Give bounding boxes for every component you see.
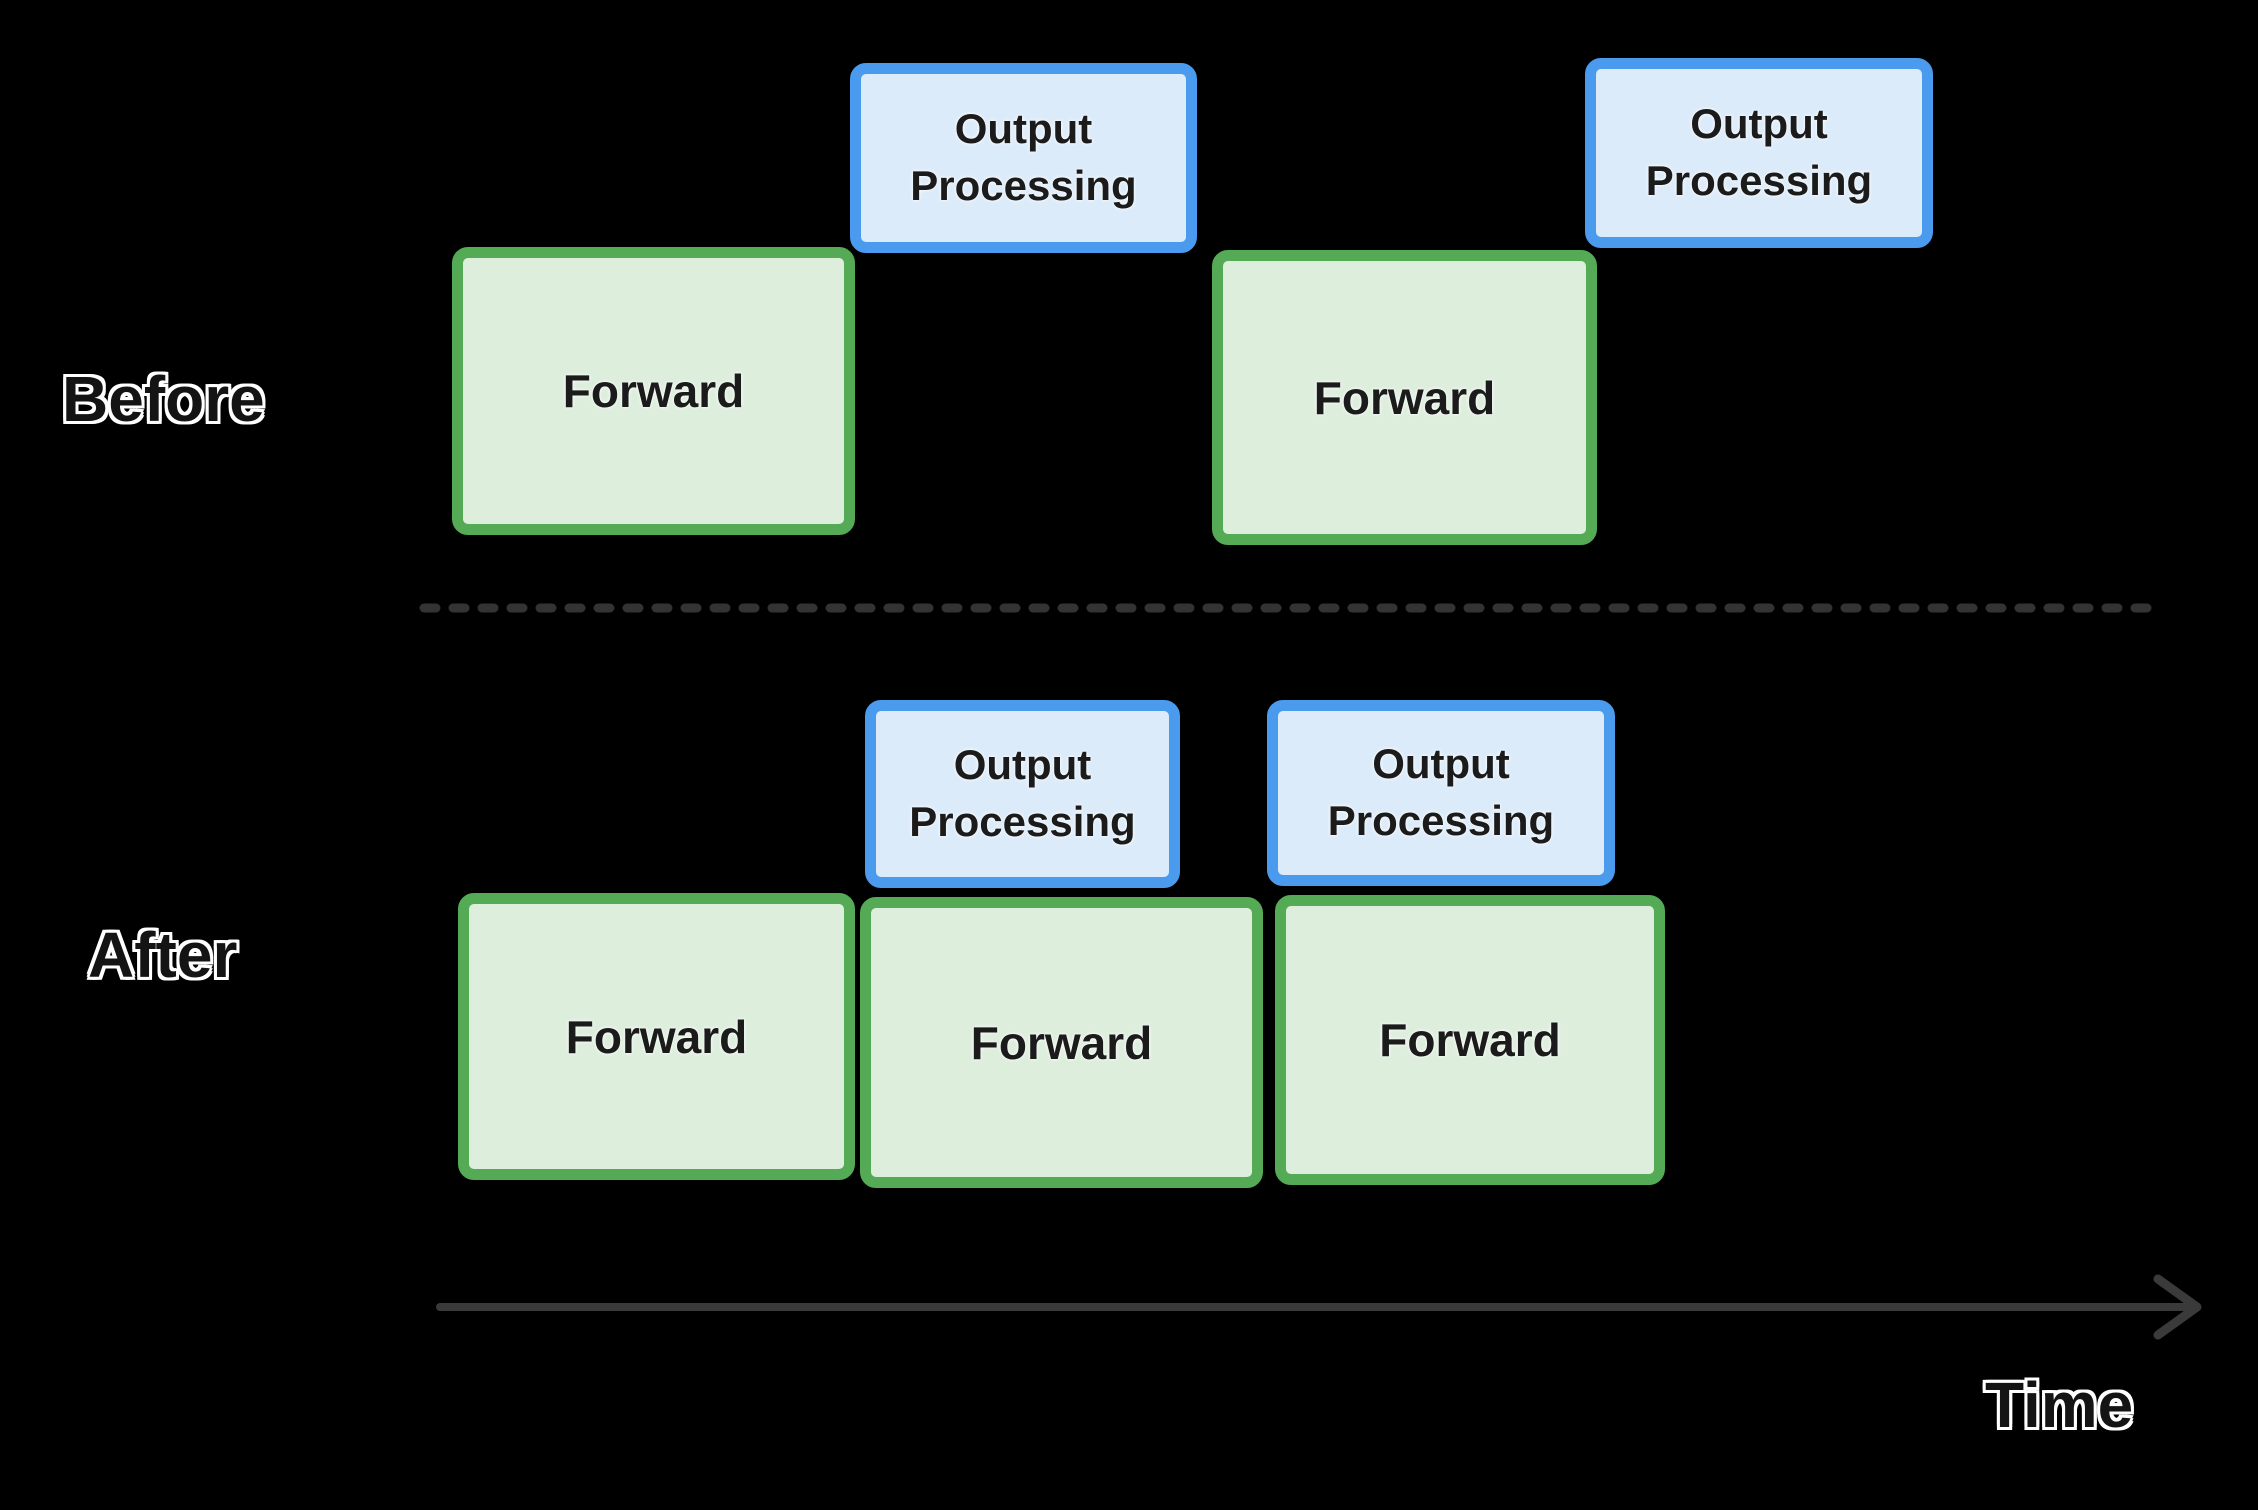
after-forward-3-label: Forward [1379, 1014, 1561, 1066]
before-output-processing-1-box: Output Processing [850, 63, 1197, 253]
after-output-processing-1-box: Output Processing [865, 700, 1180, 888]
time-axis-arrowhead-icon [2153, 1274, 2202, 1340]
before-output-processing-2-label: Output Processing [1645, 100, 1873, 204]
after-output-processing-1-label: Output Processing [909, 741, 1136, 845]
after-output-processing-2-label: Output Processing [1327, 740, 1555, 844]
after-output-processing-2-box: Output Processing [1267, 700, 1615, 886]
after-forward-1-box: Forward [458, 893, 855, 1180]
time-label: Time [1985, 1369, 2134, 1441]
before-output-processing-2-box: Output Processing [1585, 58, 1933, 248]
after-forward-1-label: Forward [565, 1010, 748, 1063]
after-forward-2-label: Forward [970, 1016, 1153, 1069]
before-label: Before [62, 363, 265, 435]
after-forward-3-box: Forward [1275, 895, 1665, 1185]
before-forward-2-box: Forward [1212, 250, 1597, 545]
after-label: After [88, 919, 238, 991]
before-output-processing-1-label: Output Processing [910, 105, 1137, 209]
before-forward-2-label: Forward [1313, 371, 1496, 424]
before-forward-1-box: Forward [452, 247, 855, 535]
before-forward-1-label: Forward [562, 365, 745, 417]
after-forward-2-box: Forward [860, 897, 1263, 1188]
